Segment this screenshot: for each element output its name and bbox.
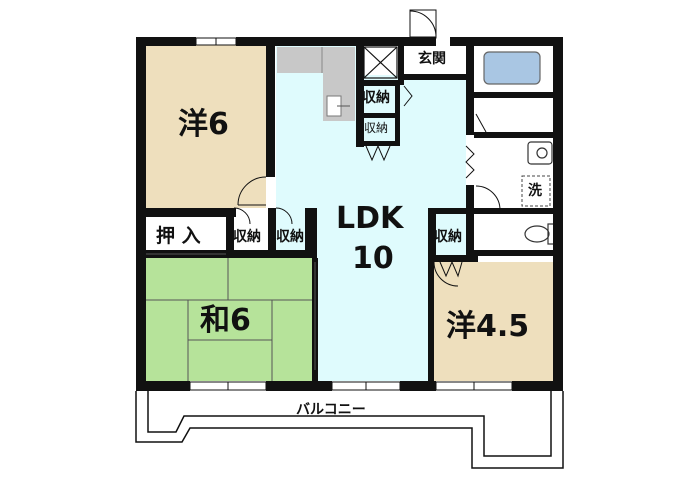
washer-space <box>521 175 551 207</box>
storage-label-upper: 収納 <box>362 90 390 106</box>
toilet-icon <box>524 223 555 245</box>
storage-label-upper-2: 収納 <box>364 121 389 135</box>
room-japanese-6-label: 和6 <box>200 303 251 338</box>
walls <box>136 37 563 391</box>
windows <box>189 37 513 391</box>
storage-label-western45: 収納 <box>434 229 462 245</box>
tatami-lines <box>146 258 312 381</box>
japanese-6-floor <box>146 258 312 381</box>
oshiire-label: 押 入 <box>156 225 201 247</box>
doors <box>146 9 501 370</box>
room-ldk-size-label: 10 <box>352 241 394 276</box>
washroom-label: 洗 <box>528 183 542 199</box>
bathtub <box>483 51 541 85</box>
shoe-cabinet <box>363 46 398 79</box>
storage-label-ldk: 収納 <box>276 229 304 245</box>
entrance-label: 玄関 <box>418 51 446 67</box>
room-western-6-label: 洋6 <box>178 107 229 142</box>
western-6-floor <box>146 45 266 208</box>
room-ldk-label: LDK <box>336 201 404 236</box>
balcony-outline <box>135 391 564 469</box>
storage-label-western6: 収納 <box>233 229 261 245</box>
washbasin-icon <box>527 141 553 165</box>
kitchen-counter <box>277 47 355 73</box>
western-4-5-floor <box>434 262 554 381</box>
balcony-label: バルコニー <box>296 402 366 418</box>
room-western-4-5-label: 洋4.5 <box>446 309 530 344</box>
